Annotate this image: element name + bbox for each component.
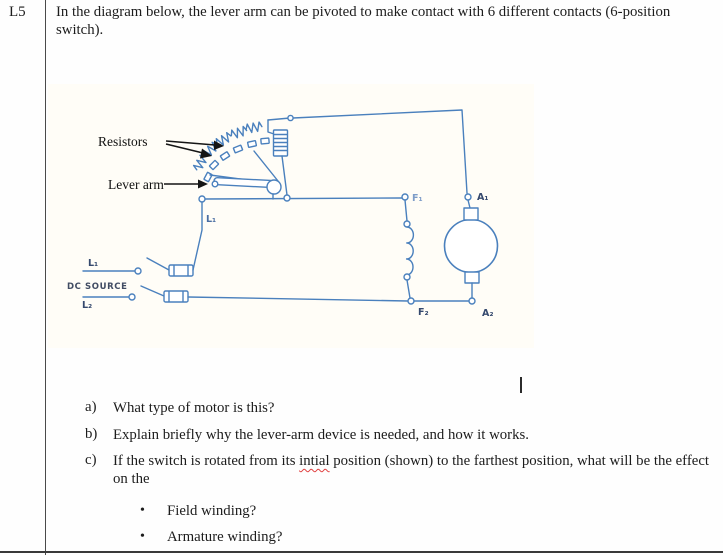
l1-lever-wire-label: L₁ — [206, 214, 216, 225]
question-b-text[interactable]: Explain briefly why the lever-arm device… — [113, 427, 529, 443]
question-c-marker: c) — [85, 452, 97, 468]
brush-top — [463, 207, 479, 221]
question-intro-text[interactable]: In the diagram below, the lever arm can … — [56, 4, 671, 39]
bullet-armature-winding[interactable]: Armature winding? — [167, 529, 283, 545]
question-c-after: position (shown) to the farthest positio… — [113, 453, 710, 488]
bullet-icon: • — [140, 529, 145, 544]
table-cell-divider — [45, 0, 46, 555]
brush-bottom — [464, 271, 480, 284]
l1-source-label: L₁ — [88, 258, 98, 269]
question-b-marker: b) — [85, 426, 98, 442]
a1-label: A₁ — [477, 192, 489, 203]
question-c-before: If the switch is rotated from its — [113, 453, 300, 469]
lever-arm-graphic — [209, 150, 282, 200]
top-supply-wire — [267, 109, 468, 194]
fuse-switch-l2 — [140, 285, 409, 303]
armature — [443, 193, 499, 299]
lever-pivot — [266, 179, 282, 195]
lever-arm-arrow — [164, 179, 208, 189]
lever-arm-label: Lever arm — [108, 177, 164, 192]
bottom-return-wire — [407, 297, 476, 305]
dc-source-label: DC SOURCE — [67, 282, 128, 292]
question-c-text[interactable]: If the switch is rotated from its intial… — [113, 452, 714, 489]
bullet-field-winding[interactable]: Field winding? — [167, 503, 257, 519]
field-winding — [401, 193, 415, 299]
starting-resistance-coil — [272, 129, 289, 196]
resistors-arrow-2 — [165, 143, 212, 159]
question-number: L5 — [9, 4, 26, 20]
question-c-misspelled-word: intial — [299, 453, 330, 469]
a2-label: A₂ — [482, 308, 494, 319]
table-bottom-border — [0, 551, 723, 553]
circuit-diagram-image[interactable]: Resistors Lever arm L₁ L₁ DC SOURCE L₂ F… — [50, 85, 530, 345]
resistors-arrow-1 — [165, 140, 224, 150]
fuse-switch-l1 — [146, 201, 203, 277]
pivot-to-field-wire — [198, 194, 403, 203]
resistors-label: Resistors — [98, 134, 148, 149]
text-cursor — [520, 377, 522, 393]
diagram-scan-background — [48, 84, 534, 348]
f1-label: F₁ — [412, 193, 423, 204]
bullet-icon: • — [140, 503, 145, 518]
question-a-text[interactable]: What type of motor is this? — [113, 400, 275, 416]
question-a-marker: a) — [85, 399, 97, 415]
f2-label: F₂ — [418, 307, 429, 318]
dc-source-terminals — [82, 267, 142, 301]
l2-source-label: L₂ — [82, 300, 92, 311]
